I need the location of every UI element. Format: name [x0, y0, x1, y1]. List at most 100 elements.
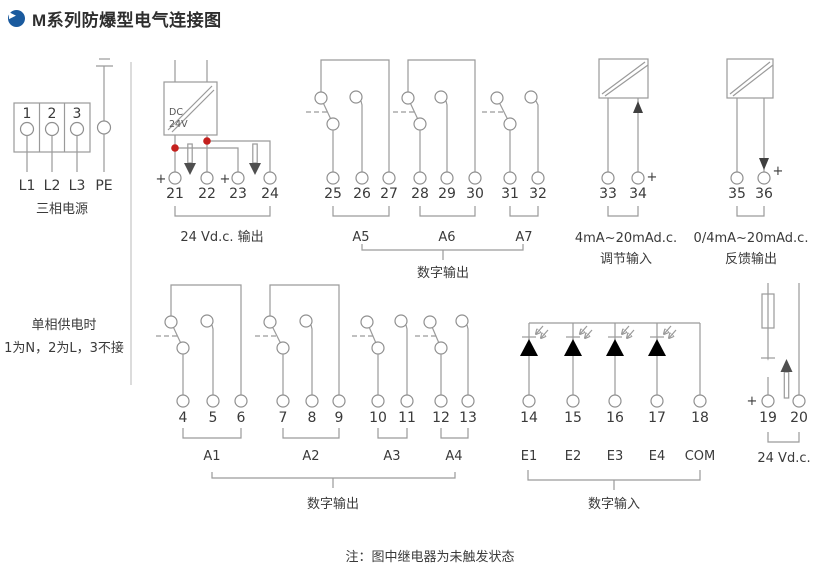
terminal-circle [176, 394, 190, 408]
contact-arm [409, 103, 419, 119]
plus-sign: + [773, 164, 784, 179]
contact-circle [413, 117, 427, 131]
diagram-note: 注：图中继电器为未触发状态 [345, 549, 514, 565]
page-title: M系列防爆型电气连接图 [32, 11, 222, 30]
contact-circle [164, 315, 178, 329]
current-arrow-up [780, 359, 793, 399]
terminal-8-label: 8 [308, 410, 317, 426]
digital-input-section: 14 15 16 17 18 E1 E2 E3 E4 COM 数字输入 [520, 322, 715, 512]
current-arrow-down [249, 143, 261, 175]
optocoupler-led-icon [520, 325, 549, 356]
terminal-circle [382, 171, 396, 185]
terminal-34-label: 34 [629, 186, 647, 202]
note-line-2: 1为N，2为L，3不接 [4, 340, 124, 356]
digital-input-caption: 数字输入 [588, 496, 640, 512]
optocoupler-led-icon [648, 325, 677, 356]
terminal-17-label: 17 [648, 410, 666, 426]
label-E2: E2 [565, 449, 582, 464]
plus-sign: + [647, 170, 658, 185]
terminal-28-label: 28 [411, 186, 429, 202]
current-arrow-down [184, 143, 196, 175]
terminal-circle [608, 394, 622, 408]
terminal-5-label: 5 [209, 410, 218, 426]
label-PE: PE [95, 178, 112, 194]
relay-a2-label: A2 [302, 449, 319, 464]
contact-arm [322, 103, 332, 119]
terminal-circle [96, 120, 112, 135]
terminal-3-label: 3 [73, 106, 82, 122]
signal-arrow-down [759, 158, 769, 170]
group-bracket [509, 206, 539, 217]
terminal-20-label: 20 [790, 410, 808, 426]
single-phase-note: 单相供电时 1为N，2为L，3不接 [4, 318, 124, 356]
terminal-circle [263, 171, 277, 185]
terminal-25-label: 25 [324, 186, 342, 202]
label-L3: L3 [69, 178, 86, 194]
group-bracket [607, 206, 639, 217]
terminal-10-label: 10 [369, 410, 387, 426]
relay-a5: 25 26 27 A5 [306, 59, 398, 245]
contact-circle [360, 315, 374, 329]
fuse-symbol [761, 293, 775, 329]
analog-input-section: + 33 34 4mA~20mAd.c. 调节输入 [575, 58, 677, 267]
terminal-21-label: 21 [166, 186, 184, 202]
terminal-27-label: 27 [380, 186, 398, 202]
diode-symbol [761, 357, 775, 377]
terminal-36-label: 36 [755, 186, 773, 202]
contact-arm [272, 327, 281, 343]
dc-box-line2: 24V [169, 119, 188, 130]
terminal-circle [400, 394, 414, 408]
contact-circle [455, 314, 469, 328]
contact-circle [326, 117, 340, 131]
label-L1: L1 [19, 178, 36, 194]
contact-arm [431, 327, 440, 343]
terminal-circle [566, 394, 580, 408]
dc24-output-caption: 24 Vd.c. 输出 [180, 229, 263, 245]
group-bracket [377, 428, 408, 439]
terminal-circle [234, 394, 248, 408]
contact-circle [371, 341, 385, 355]
terminal-19-label: 19 [759, 410, 777, 426]
terminal-4-label: 4 [179, 410, 188, 426]
terminal-13-label: 13 [459, 410, 477, 426]
label-L2: L2 [44, 178, 61, 194]
contact-circle [394, 314, 408, 328]
digital-output-bottom-caption: 数字输出 [307, 496, 359, 512]
signal-arrow-up [633, 101, 643, 113]
optocoupler-led-icon [606, 325, 635, 356]
terminal-circle [200, 171, 214, 185]
junction-dot [171, 144, 179, 152]
contact-circle [401, 91, 415, 105]
terminal-circle [792, 394, 806, 408]
terminal-18-label: 18 [691, 410, 709, 426]
terminal-24-label: 24 [261, 186, 279, 202]
terminal-22-label: 22 [198, 186, 216, 202]
group-bracket [440, 428, 469, 439]
terminal-circle [730, 171, 744, 185]
terminal-circle [440, 171, 454, 185]
isolator-box [598, 58, 649, 99]
three-phase-section: 1 2 3 L1 L2 L3 PE 三相电源 [13, 58, 113, 217]
terminal-circle [434, 394, 448, 408]
terminal-circle [522, 394, 536, 408]
terminal-14-label: 14 [520, 410, 538, 426]
terminal-circle [44, 121, 60, 137]
relay-a1: 4 5 6 A1 [156, 284, 248, 464]
dc24-output-section: DC 24V + + 21 22 23 [156, 60, 279, 245]
relay-a4: 12 13 A4 [415, 314, 477, 464]
contact-arm [499, 103, 508, 119]
terminal-2-label: 2 [48, 106, 57, 122]
page-header: ▶ M系列防爆型电气连接图 [8, 6, 222, 31]
relay-a6-label: A6 [438, 230, 455, 245]
terminal-15-label: 15 [564, 410, 582, 426]
relay-a7-label: A7 [515, 230, 532, 245]
group-bracket [182, 428, 242, 439]
dc24-input-section: + 19 20 24 Vd.c. [747, 283, 811, 466]
contact-circle [299, 314, 313, 328]
terminal-circle [757, 171, 771, 185]
optocoupler-led-icon [564, 325, 593, 356]
contact-circle [503, 117, 517, 131]
contact-circle [349, 90, 363, 104]
contact-circle [263, 315, 277, 329]
terminal-circle [206, 394, 220, 408]
